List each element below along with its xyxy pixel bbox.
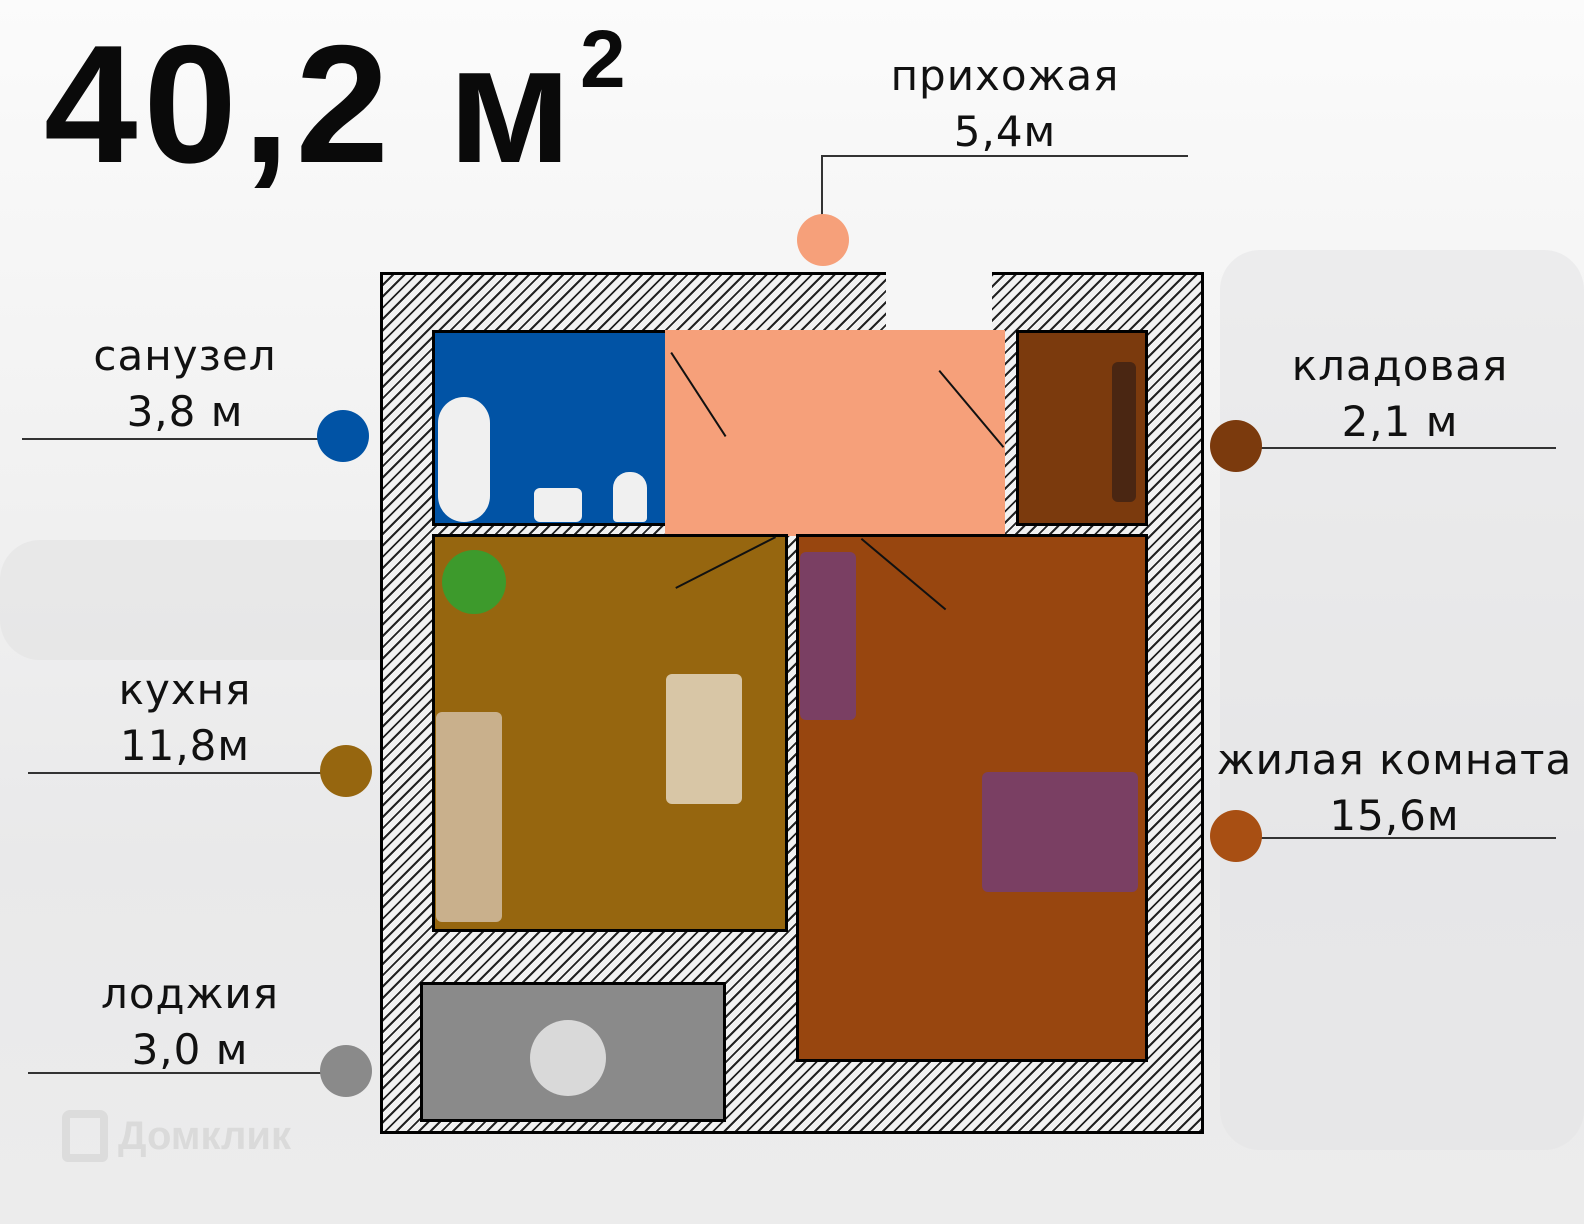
leader-line-kitchen xyxy=(28,772,348,774)
leader-line-loggia xyxy=(28,1072,348,1074)
color-dot-storage xyxy=(1210,420,1262,472)
leader-line-hallway xyxy=(822,155,1188,157)
color-dot-kitchen xyxy=(320,745,372,797)
round-table xyxy=(530,1020,606,1096)
total-area-title: 40,2 м2 xyxy=(44,10,632,198)
bathtub xyxy=(438,397,490,522)
entrance-gap xyxy=(886,269,992,331)
room-hallway xyxy=(665,330,1005,536)
domclick-logo-icon xyxy=(62,1110,108,1162)
dining-table xyxy=(666,674,742,804)
leader-line-living-room xyxy=(1236,837,1556,839)
watermark-text: Домклик xyxy=(118,1113,292,1158)
kitchen-counter xyxy=(436,712,502,922)
color-dot-living-room xyxy=(1210,810,1262,862)
color-dot-hallway xyxy=(797,214,849,266)
background-table xyxy=(0,540,420,660)
domclick-watermark: Домклик xyxy=(62,1110,291,1162)
wardrobe xyxy=(1112,362,1136,502)
leader-line-hallway-v xyxy=(821,155,823,215)
color-dot-loggia xyxy=(320,1045,372,1097)
sink xyxy=(534,488,582,522)
color-dot-bathroom xyxy=(317,410,369,462)
background-armchair xyxy=(1220,250,1584,1150)
bed xyxy=(982,772,1138,892)
plant xyxy=(442,550,506,614)
leader-line-bathroom xyxy=(22,438,342,440)
toilet xyxy=(613,472,647,522)
leader-line-storage xyxy=(1236,447,1556,449)
dresser xyxy=(800,552,856,720)
floor-plan xyxy=(380,269,1204,1134)
